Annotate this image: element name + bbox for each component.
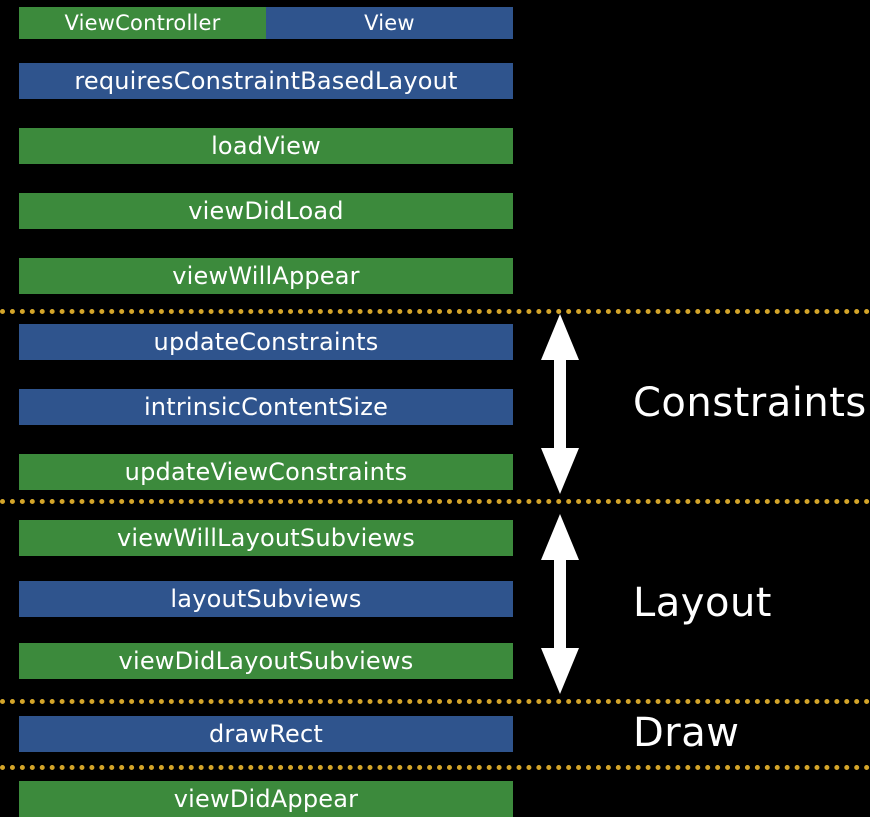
- method-update-view-constraints: updateViewConstraints: [19, 454, 513, 490]
- method-layout-subviews: layoutSubviews: [19, 581, 513, 617]
- method-view-did-appear: viewDidAppear: [19, 781, 513, 817]
- divider-layout-start: [0, 499, 870, 504]
- method-view-did-load: viewDidLoad: [19, 193, 513, 229]
- legend: ViewController View: [19, 7, 513, 39]
- divider-draw-end: [0, 765, 870, 770]
- divider-draw-start: [0, 699, 870, 704]
- phase-label-constraints: Constraints: [633, 380, 867, 426]
- method-view-will-appear: viewWillAppear: [19, 258, 513, 294]
- method-view-did-layout-subviews: viewDidLayoutSubviews: [19, 643, 513, 679]
- method-load-view: loadView: [19, 128, 513, 164]
- method-view-will-layout-subviews: viewWillLayoutSubviews: [19, 520, 513, 556]
- phase-label-layout: Layout: [633, 580, 772, 626]
- legend-view: View: [266, 7, 513, 39]
- method-intrinsic-content-size: intrinsicContentSize: [19, 389, 513, 425]
- layout-double-arrow-icon: [541, 514, 579, 694]
- constraints-double-arrow-icon: [541, 314, 579, 494]
- phase-label-draw: Draw: [633, 710, 740, 756]
- divider-constraints-start: [0, 309, 870, 314]
- method-draw-rect: drawRect: [19, 716, 513, 752]
- method-requires-constraint-based-layout: requiresConstraintBasedLayout: [19, 63, 513, 99]
- legend-view-controller: ViewController: [19, 7, 266, 39]
- method-update-constraints: updateConstraints: [19, 324, 513, 360]
